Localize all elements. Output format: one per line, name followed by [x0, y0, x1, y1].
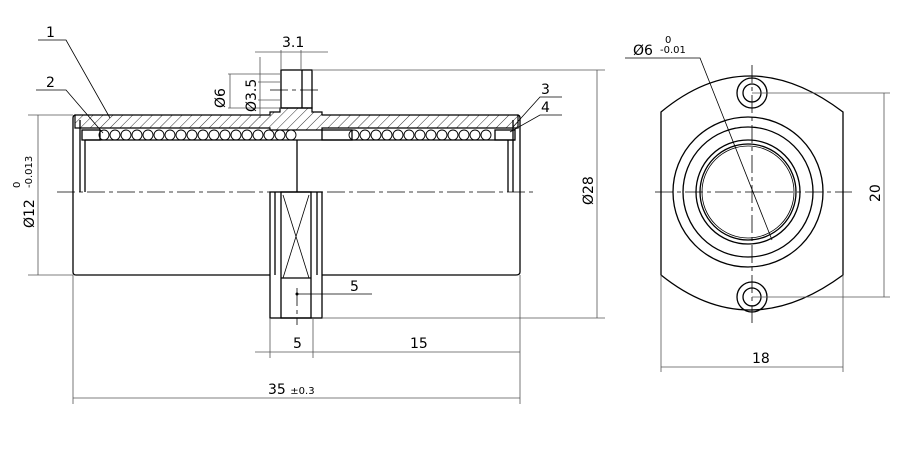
ball [414, 129, 426, 141]
dim-nipple-hole: Ø3.5 [244, 79, 260, 112]
balloon-2: 2 [46, 75, 55, 91]
ball [142, 129, 154, 141]
ball [120, 129, 132, 141]
dim-shaft-tol-upper: 0 [665, 35, 671, 46]
dim-shaft-dia: Ø6 [633, 43, 653, 59]
dimensions-section: 3.1 Ø6 Ø3.5 Ø12 0 -0.013 Ø28 5 15 35 ±0.… [12, 35, 605, 404]
ball [403, 129, 415, 141]
dim-nipple-outer: Ø6 [213, 88, 229, 108]
dim-bore-tol-upper: 0 [12, 182, 23, 188]
body-outline [72, 114, 521, 276]
ball [153, 129, 165, 141]
ball [263, 129, 275, 141]
ball [131, 129, 143, 141]
ball [175, 129, 187, 141]
ball [381, 129, 393, 141]
ball [109, 129, 121, 141]
ball-row [98, 129, 492, 141]
ball [208, 129, 220, 141]
housing-section [74, 107, 519, 131]
balloon-4: 4 [541, 100, 550, 116]
ball [186, 129, 198, 141]
ball [348, 129, 360, 141]
retainer-right [494, 129, 516, 141]
dim-flange-height: 18 [752, 351, 770, 367]
dim-flange-dia: Ø28 [581, 176, 597, 205]
balloon-3: 3 [541, 82, 550, 98]
ball [241, 129, 253, 141]
dim-nipple-width: 3.1 [282, 35, 304, 51]
retainer-mid [321, 129, 353, 141]
balloon-5: 5 [350, 279, 359, 295]
dim-flange-offset: 15 [410, 336, 428, 352]
dim-flange-width: 5 [293, 336, 302, 352]
dim-bore: Ø12 [22, 199, 38, 228]
center-flange [269, 191, 323, 319]
end-view: Ø6 0 -0.01 20 18 [625, 35, 890, 372]
dim-bore-tol-lower: -0.013 [24, 156, 35, 188]
ball [458, 129, 470, 141]
ball [230, 129, 242, 141]
ball [436, 129, 448, 141]
retainer-left [81, 129, 101, 141]
grease-nipple [280, 69, 313, 109]
balloon-1: 1 [46, 25, 55, 41]
balloons: 1 2 3 4 5 [36, 25, 562, 296]
ball [425, 129, 437, 141]
ball [370, 129, 382, 141]
dim-overall-length: 35 ±0.3 [268, 382, 315, 398]
ball [480, 129, 492, 141]
ball [252, 129, 264, 141]
ball [447, 129, 459, 141]
dim-shaft-tol-lower: -0.01 [660, 45, 686, 56]
ball [197, 129, 209, 141]
dim-hole-spacing: 20 [868, 184, 884, 202]
ball [359, 129, 371, 141]
ball [164, 129, 176, 141]
ball [392, 129, 404, 141]
section-view [57, 69, 535, 325]
ball [469, 129, 481, 141]
ball [274, 129, 286, 141]
ball [219, 129, 231, 141]
ball [285, 129, 297, 141]
